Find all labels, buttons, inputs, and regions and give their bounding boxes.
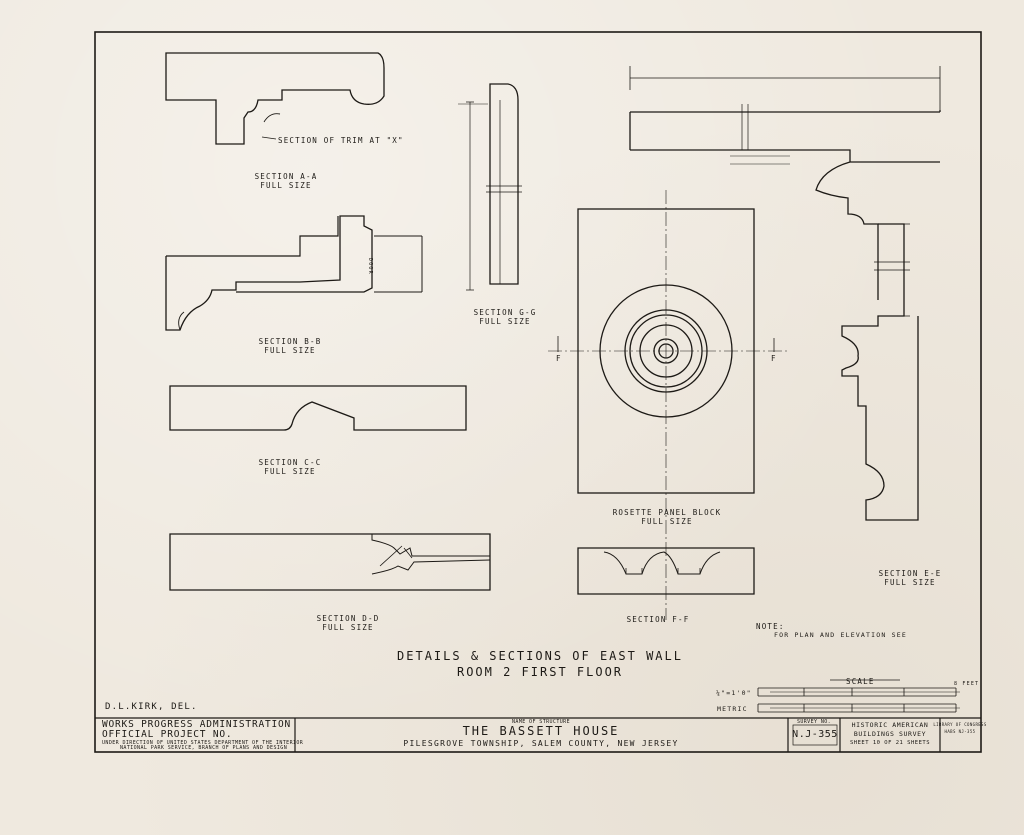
- section-bb-curve: [178, 311, 185, 331]
- note-label: NOTE:: [756, 622, 785, 631]
- section-ee-profile: [841, 223, 919, 521]
- section-dd-title: SECTION D-D: [316, 614, 380, 623]
- rosette-title: ROSETTE PANEL BLOCK: [612, 508, 722, 517]
- structure-location: PILESGROVE TOWNSHIP, SALEM COUNTY, NEW J…: [403, 739, 679, 748]
- agency-line-1: WORKS PROGRESS ADMINISTRATION: [102, 719, 292, 730]
- section-bb-door: [374, 235, 423, 293]
- scale-end-label: 8 FEET: [954, 681, 980, 687]
- trim-note: SECTION OF TRIM AT "X": [278, 136, 404, 145]
- scale-metric: METRIC: [717, 705, 748, 713]
- survey-label: SURVEY NO.: [796, 719, 832, 725]
- structure-name: THE BASSETT HOUSE: [462, 724, 620, 738]
- library-line-2: HABS NJ-355: [944, 729, 976, 734]
- rosette-scale: FULL SIZE: [641, 517, 693, 526]
- section-ee-scale: FULL SIZE: [884, 578, 936, 587]
- library-line-1: LIBRARY OF CONGRESS: [933, 722, 987, 727]
- scale-label: SCALE: [846, 677, 875, 686]
- agency-line-2: OFFICIAL PROJECT NO.: [102, 729, 233, 740]
- scale-imperial: ¼"=1'0": [716, 689, 752, 697]
- sheet-border: [94, 31, 982, 753]
- section-aa-scale: FULL SIZE: [260, 181, 312, 190]
- top-strip: [629, 110, 941, 300]
- section-bb-top: [166, 216, 339, 257]
- section-aa-detail: [263, 113, 281, 123]
- sheet-info: SHEET 10 OF 21 SHEETS: [849, 740, 931, 746]
- section-cc-profile: [169, 385, 467, 431]
- section-gg-profile: [489, 83, 519, 285]
- section-bb-door-label: DOOR: [367, 258, 373, 275]
- agency-line-3: UNDER DIRECTION OF UNITED STATES DEPARTM…: [102, 740, 304, 746]
- section-gg-scale: FULL SIZE: [479, 317, 531, 326]
- habs-line-2: BUILDINGS SURVEY: [853, 730, 927, 738]
- agency-line-4: NATIONAL PARK SERVICE, BRANCH OF PLANS A…: [120, 745, 288, 751]
- structure-label: NAME OF STRUCTURE: [512, 719, 570, 725]
- section-bb-title: SECTION B-B: [258, 337, 322, 346]
- drawing-title-line-2: ROOM 2 FIRST FLOOR: [456, 665, 624, 679]
- section-dd-scale: FULL SIZE: [322, 623, 374, 632]
- f-mark-right: F: [771, 354, 777, 363]
- f-mark-left: F: [556, 354, 562, 363]
- section-dd-profile: [169, 533, 491, 591]
- section-ee-title: SECTION E-E: [878, 569, 942, 578]
- section-ff-title: SECTION F-F: [626, 615, 690, 624]
- trim-leader: [261, 136, 277, 140]
- note-text: FOR PLAN AND ELEVATION SEE: [774, 631, 907, 639]
- section-aa-title: SECTION A-A: [254, 172, 318, 181]
- survey-number: N.J-355: [792, 729, 838, 740]
- section-bb-scale: FULL SIZE: [264, 346, 316, 355]
- section-gg-title: SECTION G-G: [473, 308, 537, 317]
- drawing-title: DETAILS & SECTIONS OF EAST WALL ROOM 2 F…: [397, 648, 683, 680]
- section-cc-scale: FULL SIZE: [264, 467, 316, 476]
- habs-line-1: HISTORIC AMERICAN: [851, 721, 929, 729]
- section-ff-profile: [577, 547, 755, 595]
- section-aa-profile: [165, 52, 385, 145]
- delineator: D.L.KIRK, DEL.: [105, 702, 198, 712]
- section-cc-title: SECTION C-C: [258, 458, 322, 467]
- title-block-frame: [95, 717, 981, 752]
- section-bb-profile: [165, 215, 373, 331]
- drawing-title-line-1: DETAILS & SECTIONS OF EAST WALL: [397, 649, 683, 663]
